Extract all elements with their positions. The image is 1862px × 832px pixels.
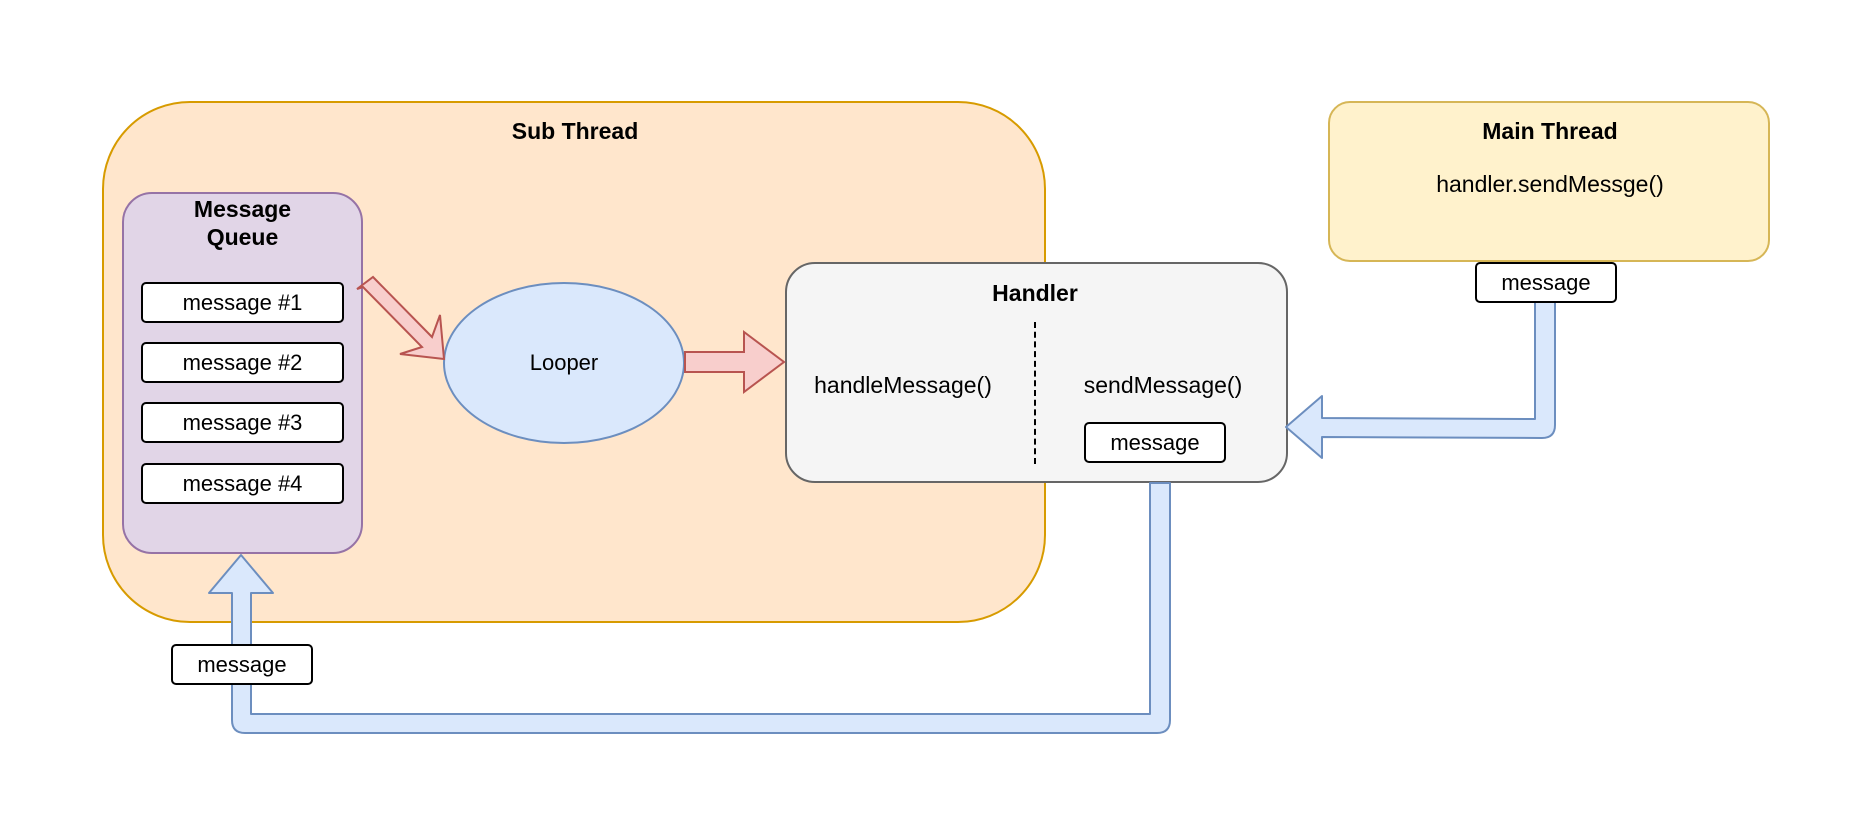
looper-label: Looper xyxy=(529,350,599,375)
message-queue-title: Message Queue xyxy=(122,195,363,251)
handler-divider xyxy=(1034,322,1036,464)
main-thread-title: Main Thread xyxy=(1482,118,1618,144)
message-queue-title-line2: Queue xyxy=(206,224,279,250)
queue-message-2: message #2 xyxy=(141,342,344,383)
return-message: message xyxy=(171,644,313,685)
looper-ellipse: Looper xyxy=(443,282,685,444)
send-message-method: sendMessage() xyxy=(1083,372,1243,398)
queue-message-3: message #3 xyxy=(141,402,344,443)
main-thread-container xyxy=(1328,101,1770,262)
handler-message: message xyxy=(1084,422,1226,463)
sub-thread-title: Sub Thread xyxy=(511,118,639,144)
message-queue-title-line1: Message xyxy=(193,196,292,222)
main-thread-call: handler.sendMessge() xyxy=(1436,171,1664,197)
queue-message-4: message #4 xyxy=(141,463,344,504)
main-thread-message: message xyxy=(1475,262,1617,303)
handler-title: Handler xyxy=(992,280,1078,306)
handle-message-method: handleMessage() xyxy=(814,372,992,398)
queue-message-1: message #1 xyxy=(141,282,344,323)
main-to-handler-arrow xyxy=(1285,301,1556,459)
